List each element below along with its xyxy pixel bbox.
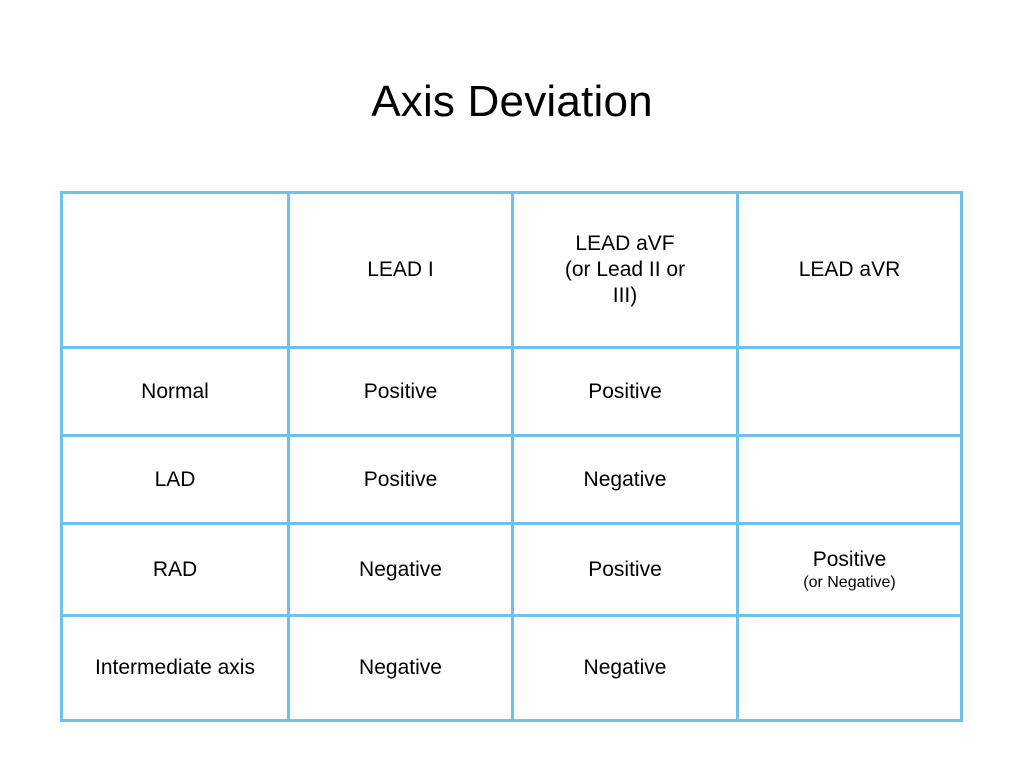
table-row: RAD Negative Positive Positive (or Negat… <box>60 522 963 617</box>
row-normal-lead-avf: Positive <box>511 346 739 437</box>
row-lad-condition: LAD <box>60 434 290 525</box>
axis-deviation-table: LEAD I LEAD aVF (or Lead II or III) LEAD… <box>60 191 963 722</box>
row-lad-lead-i: Positive <box>287 434 514 525</box>
header-cell-lead-i: LEAD I <box>287 191 514 349</box>
row-rad-lead-avr: Positive (or Negative) <box>736 522 963 617</box>
row-rad-lead-avf: Positive <box>511 522 739 617</box>
row-intermediate-lead-i: Negative <box>287 614 514 722</box>
header-cell-lead-avf: LEAD aVF (or Lead II or III) <box>511 191 739 349</box>
header-lead-avf-line-1: LEAD aVF <box>575 232 675 255</box>
header-cell-lead-avr: LEAD aVR <box>736 191 963 349</box>
row-intermediate-lead-avr <box>736 614 963 722</box>
page-title: Axis Deviation <box>371 77 653 126</box>
header-lead-avf-line-3: III) <box>612 284 638 307</box>
row-normal-condition: Normal <box>60 346 290 437</box>
row-rad-lead-avr-main: Positive <box>812 547 887 571</box>
row-lad-lead-avf: Negative <box>511 434 739 525</box>
table-row: LAD Positive Negative <box>60 434 963 525</box>
row-rad-lead-avr-sub: (or Negative) <box>803 573 896 591</box>
row-intermediate-lead-avf: Negative <box>511 614 739 722</box>
row-normal-lead-i: Positive <box>287 346 514 437</box>
row-normal-lead-avr <box>736 346 963 437</box>
header-cell-corner <box>60 191 290 349</box>
row-intermediate-condition: Intermediate axis <box>60 614 290 722</box>
row-rad-lead-i: Negative <box>287 522 514 617</box>
header-lead-avf-line-2: (or Lead II or <box>564 258 686 281</box>
table-row: Normal Positive Positive <box>60 346 963 437</box>
table-header-row: LEAD I LEAD aVF (or Lead II or III) LEAD… <box>60 191 963 349</box>
table-row: Intermediate axis Negative Negative <box>60 614 963 722</box>
row-lad-lead-avr <box>736 434 963 525</box>
row-rad-condition: RAD <box>60 522 290 617</box>
